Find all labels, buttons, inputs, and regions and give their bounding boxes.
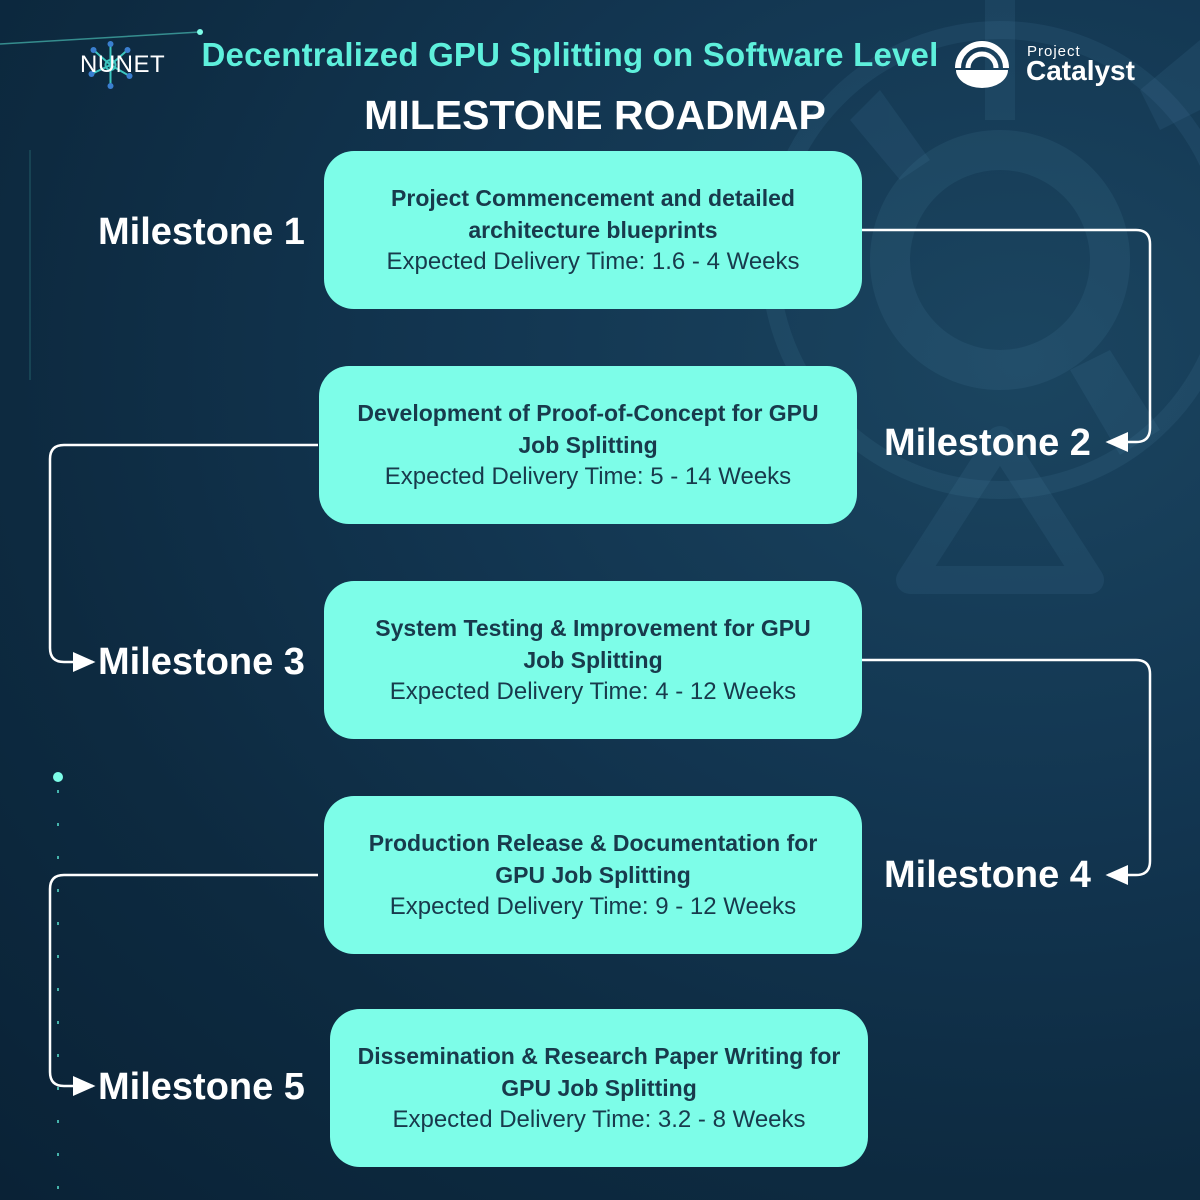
milestone-5-title-line2: GPU Job Splitting	[501, 1075, 697, 1101]
milestone-3-card: System Testing & Improvement for GPU Job…	[324, 581, 862, 739]
milestone-5-title-line1: Dissemination & Research Paper Writing f…	[357, 1043, 841, 1069]
milestone-1-title-line2: architecture blueprints	[468, 217, 718, 243]
milestone-3-title-line2: Job Splitting	[523, 647, 663, 673]
nunet-brand-text: NUNET	[80, 51, 166, 78]
milestone-4-title-line2: GPU Job Splitting	[495, 862, 691, 888]
milestone-2-title-line2: Job Splitting	[518, 432, 658, 458]
milestone-1-label: Milestone 1	[98, 211, 305, 253]
milestone-1-title-line1: Project Commencement and detailed	[391, 185, 795, 211]
page-title: Decentralized GPU Splitting on Software …	[201, 36, 939, 73]
milestone-5-label: Milestone 5	[98, 1066, 305, 1108]
catalyst-brand-small: Project	[1027, 43, 1081, 60]
milestone-3-label: Milestone 3	[98, 641, 305, 683]
project-catalyst-logo-icon	[955, 41, 1009, 88]
milestone-5-delivery-time: Expected Delivery Time: 3.2 - 8 Weeks	[392, 1106, 806, 1133]
milestone-3-delivery-time: Expected Delivery Time: 4 - 12 Weeks	[389, 678, 797, 705]
milestone-1-delivery-time: Expected Delivery Time: 1.6 - 4 Weeks	[386, 248, 800, 275]
milestone-4-title-line1: Production Release & Documentation for	[368, 830, 818, 856]
milestone-2-title-line1: Development of Proof-of-Concept for GPU	[357, 400, 819, 426]
milestone-2-label: Milestone 2	[884, 422, 1091, 464]
nunet-logo-icon	[88, 41, 133, 89]
milestone-5-card: Dissemination & Research Paper Writing f…	[330, 1009, 868, 1167]
milestone-4-delivery-time: Expected Delivery Time: 9 - 12 Weeks	[389, 893, 797, 920]
milestone-3-title-line1: System Testing & Improvement for GPU	[375, 615, 811, 641]
milestone-2-card: Development of Proof-of-Concept for GPU …	[319, 366, 857, 524]
catalyst-brand-big: Catalyst	[1026, 55, 1135, 86]
milestone-4-label: Milestone 4	[884, 854, 1091, 896]
milestone-4-card: Production Release & Documentation for G…	[324, 796, 862, 954]
page-subtitle: MILESTONE ROADMAP	[364, 92, 826, 138]
milestone-1-card: Project Commencement and detailed archit…	[324, 151, 862, 309]
milestone-2-delivery-time: Expected Delivery Time: 5 - 14 Weeks	[384, 463, 792, 490]
